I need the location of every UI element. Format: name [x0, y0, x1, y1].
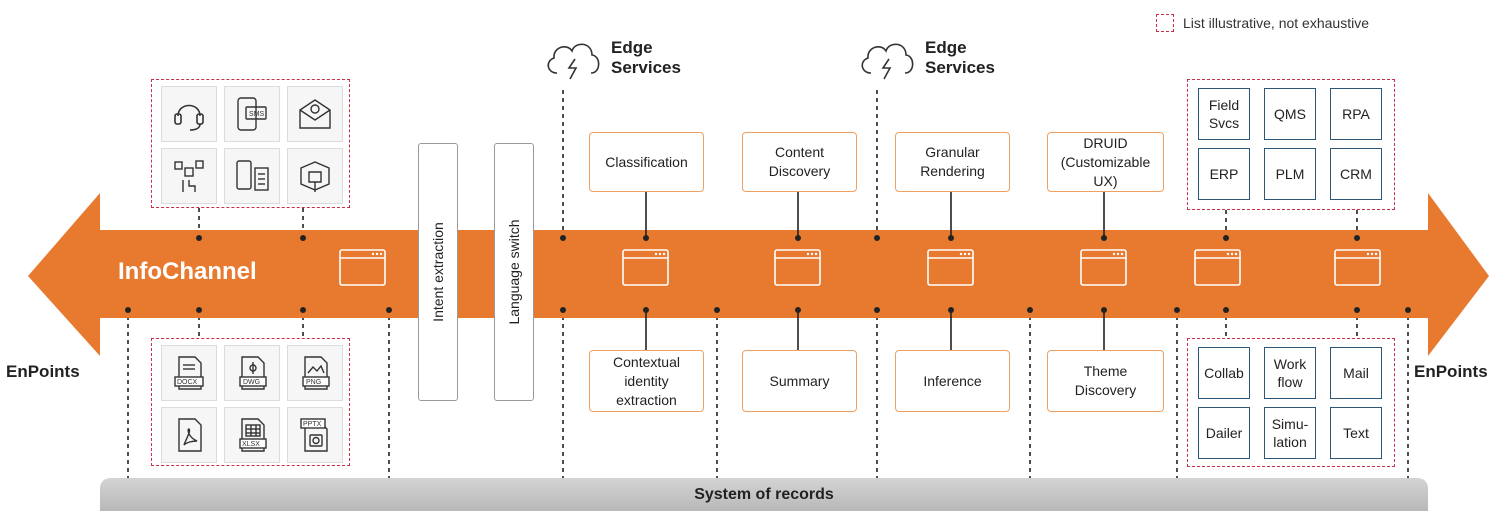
intent-extraction-label: Intent extraction — [430, 222, 446, 322]
png-file-icon: PNG — [287, 345, 343, 401]
edge-services-right-title: Edge Services — [925, 38, 995, 77]
kiosk-icon — [287, 148, 343, 204]
legend: List illustrative, not exhaustive — [1156, 13, 1369, 33]
service-contextual-identity-extraction: Contextual identity extraction — [589, 350, 704, 412]
email-icon — [287, 86, 343, 142]
language-switch-box: Language switch — [494, 143, 534, 401]
svg-text:SMS: SMS — [249, 111, 265, 118]
edge-services-left-title: Edge Services — [611, 38, 681, 77]
svg-text:DOCX: DOCX — [177, 379, 198, 386]
sms-icon: SMS — [224, 86, 280, 142]
systems-bottom-group: Collab Work flow Mail Dailer Simu- latio… — [1187, 338, 1395, 467]
cloud-icon-right — [861, 43, 914, 80]
intent-extraction-box: Intent extraction — [418, 143, 458, 401]
window-icon-4 — [927, 249, 974, 286]
endpoints-left-label: EnPoints — [6, 362, 80, 381]
service-content-discovery: Content Discovery — [742, 132, 857, 192]
service-druid: DRUID (Customizable UX) — [1047, 132, 1164, 192]
system-plm: PLM — [1264, 148, 1316, 200]
window-icon-6 — [1194, 249, 1241, 286]
pdf-file-icon — [161, 407, 217, 463]
file-types-group: DOCX DWG PNG XLSX PPTX — [151, 338, 350, 466]
info-channel-title: InfoChannel — [118, 258, 257, 285]
window-icon-5 — [1080, 249, 1127, 286]
svg-text:PNG: PNG — [306, 379, 321, 386]
input-channels-group: SMS — [151, 79, 350, 208]
system-qms: QMS — [1264, 88, 1316, 140]
service-inference: Inference — [895, 350, 1010, 412]
svg-text:XLSX: XLSX — [242, 441, 260, 448]
system-dailer: Dailer — [1198, 407, 1250, 459]
system-of-records-bar: System of records — [100, 478, 1428, 511]
legend-text: List illustrative, not exhaustive — [1183, 15, 1369, 31]
window-icon-3 — [774, 249, 821, 286]
system-text: Text — [1330, 407, 1382, 459]
system-of-records-label: System of records — [694, 485, 834, 503]
system-erp: ERP — [1198, 148, 1250, 200]
mobile-apps-icon — [224, 148, 280, 204]
xlsx-file-icon: XLSX — [224, 407, 280, 463]
docx-file-icon: DOCX — [161, 345, 217, 401]
system-rpa: RPA — [1330, 88, 1382, 140]
service-theme-discovery: Theme Discovery — [1047, 350, 1164, 412]
endpoints-right-label: EnPoints — [1414, 362, 1488, 381]
legend-dashed-swatch — [1156, 14, 1174, 32]
system-field-svcs: Field Svcs — [1198, 88, 1250, 140]
svg-text:DWG: DWG — [243, 379, 260, 386]
cloud-icon-left — [547, 43, 600, 80]
headset-icon — [161, 86, 217, 142]
system-simulation: Simu- lation — [1264, 407, 1316, 459]
window-icon-7 — [1334, 249, 1381, 286]
service-summary: Summary — [742, 350, 857, 412]
svg-text:PPTX: PPTX — [303, 421, 322, 428]
dwg-file-icon: DWG — [224, 345, 280, 401]
social-media-icon — [161, 148, 217, 204]
window-icon-2 — [622, 249, 669, 286]
system-crm: CRM — [1330, 148, 1382, 200]
system-mail: Mail — [1330, 347, 1382, 399]
system-workflow: Work flow — [1264, 347, 1316, 399]
window-icon-1 — [339, 249, 386, 286]
system-collab: Collab — [1198, 347, 1250, 399]
systems-top-group: Field Svcs QMS RPA ERP PLM CRM — [1187, 79, 1395, 210]
language-switch-label: Language switch — [506, 219, 522, 325]
service-classification: Classification — [589, 132, 704, 192]
service-granular-rendering: Granular Rendering — [895, 132, 1010, 192]
pptx-file-icon: PPTX — [287, 407, 343, 463]
